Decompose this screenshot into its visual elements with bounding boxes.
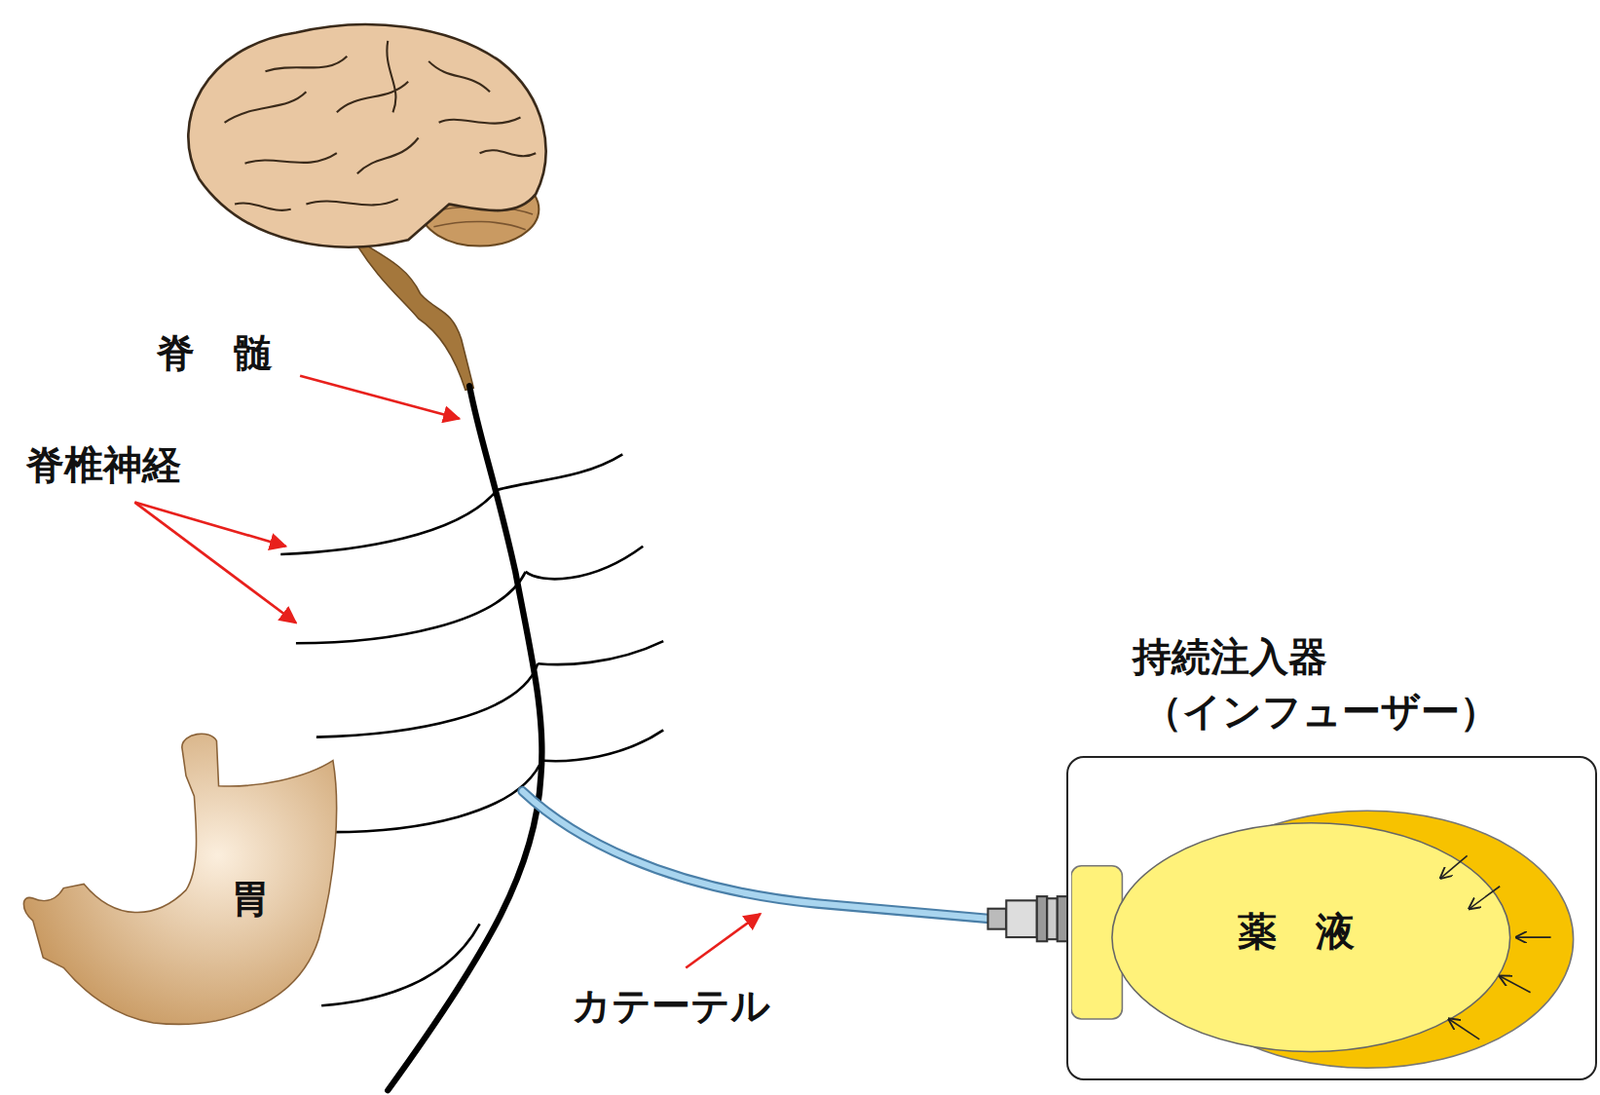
device-title: 持続注入器 <box>1132 633 1328 679</box>
stomach-organ: 胃 <box>15 726 340 1033</box>
drug-bag: 薬 液 <box>1071 806 1577 1078</box>
part-label: 脊椎神経 <box>25 442 182 487</box>
part-label: カテーテル <box>571 982 771 1028</box>
catheter-connector <box>987 895 1070 941</box>
node-label: 薬 液 <box>1237 908 1355 954</box>
infuser-device: 持続注入器 （インフューザー） 薬 液 <box>1066 612 1598 1080</box>
device-subtitle: （インフューザー） <box>1143 688 1499 734</box>
stomach-shape <box>15 726 340 1033</box>
spinal-nerves <box>280 453 664 1005</box>
catheter <box>522 790 993 919</box>
cerebrum <box>187 24 546 248</box>
brainstem <box>352 236 475 390</box>
node-label: 胃 <box>230 875 270 921</box>
part-label: 脊 髄 <box>155 330 273 375</box>
